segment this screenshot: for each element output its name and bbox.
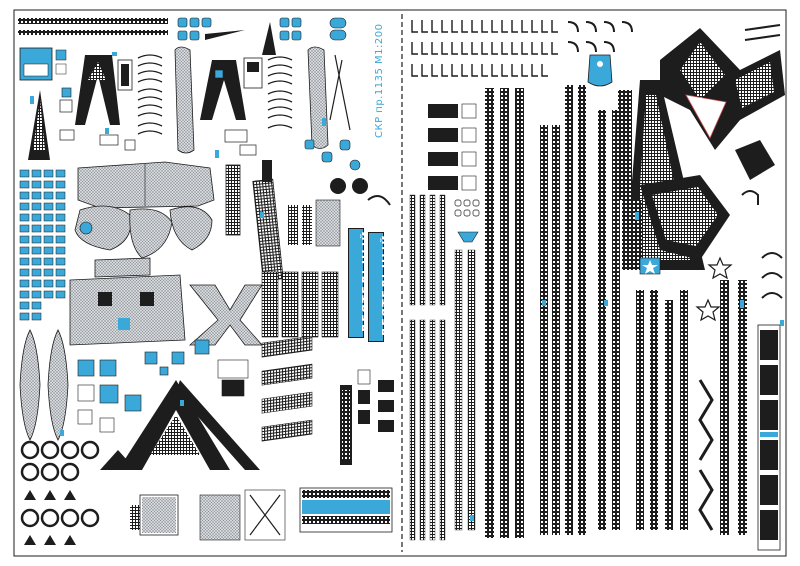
x-shaped-plate bbox=[188, 284, 263, 346]
curved-rail-stack-a bbox=[137, 54, 163, 135]
hull-side-leaves bbox=[19, 329, 69, 441]
curved-rail-stack-b bbox=[267, 56, 293, 129]
inclined-ladder bbox=[225, 160, 284, 282]
sheet-title: СКР пр.1135 М1:200 bbox=[360, 18, 385, 138]
yard-truss-top bbox=[660, 28, 785, 150]
ship-nameplate-2-text: ДЕЯТЕЛЬНЫЙ bbox=[380, 233, 393, 337]
deck-plate-large bbox=[77, 161, 215, 209]
antenna-spar bbox=[329, 54, 351, 131]
long-rail-strips bbox=[485, 85, 747, 538]
bottom-misc-parts bbox=[194, 339, 286, 541]
small-dark-wedge bbox=[205, 30, 245, 40]
stair-flights bbox=[261, 335, 313, 442]
blue-fitting bbox=[457, 231, 479, 243]
grating-panels bbox=[261, 271, 339, 338]
ship-nameplate-1: ДЕЯТЕЛЬНЫЙ bbox=[348, 228, 373, 338]
sheet-title-text: СКР пр.1135 М1:200 bbox=[374, 23, 385, 138]
star-insignia bbox=[695, 256, 733, 322]
lattice-tower-1 bbox=[174, 46, 195, 154]
blue-square-parts bbox=[77, 351, 185, 433]
round-hatches bbox=[330, 178, 391, 206]
fret-border bbox=[13, 9, 787, 557]
railing-strips-left bbox=[409, 194, 476, 541]
right-hook-fittings bbox=[741, 24, 783, 299]
hook-comb-row bbox=[411, 20, 558, 77]
bottom-blue-grating bbox=[299, 487, 393, 533]
blue-panel-block bbox=[19, 47, 67, 81]
deck-plate-with-hatches bbox=[69, 274, 186, 346]
small-mast-piece bbox=[262, 22, 276, 55]
yard-truss-bottom bbox=[640, 140, 775, 260]
curved-hook-row bbox=[567, 21, 633, 53]
perforated-plate bbox=[139, 494, 179, 536]
grating-tiles-small bbox=[288, 199, 341, 247]
misc-small-parts-a bbox=[59, 99, 257, 156]
dark-bracket-blocks bbox=[428, 103, 477, 191]
blue-shield-piece bbox=[587, 54, 613, 87]
left-lattice-mast bbox=[28, 90, 50, 160]
lattice-tower-2 bbox=[307, 46, 329, 149]
main-mast-truss bbox=[118, 380, 260, 470]
part-number-tags bbox=[30, 52, 784, 521]
top-rail-strips bbox=[18, 18, 168, 35]
top-blue-tab-row bbox=[177, 17, 347, 41]
tripod-mast-left bbox=[75, 55, 133, 125]
left-blue-tab-column bbox=[19, 169, 66, 321]
round-platforms bbox=[74, 205, 213, 278]
dark-panel-column bbox=[340, 369, 394, 465]
triangle-markers bbox=[24, 490, 76, 545]
window-panel-column bbox=[757, 324, 781, 551]
wheel-rings bbox=[20, 440, 100, 528]
blue-star-tab bbox=[639, 257, 661, 275]
zigzag-ladders-right bbox=[698, 379, 714, 531]
tripod-mast-center bbox=[200, 57, 263, 120]
ship-nameplate-2: ДЕЯТЕЛЬНЫЙ bbox=[368, 232, 393, 342]
bollard-row bbox=[454, 199, 480, 217]
misc-blue-parts-a bbox=[61, 69, 361, 171]
